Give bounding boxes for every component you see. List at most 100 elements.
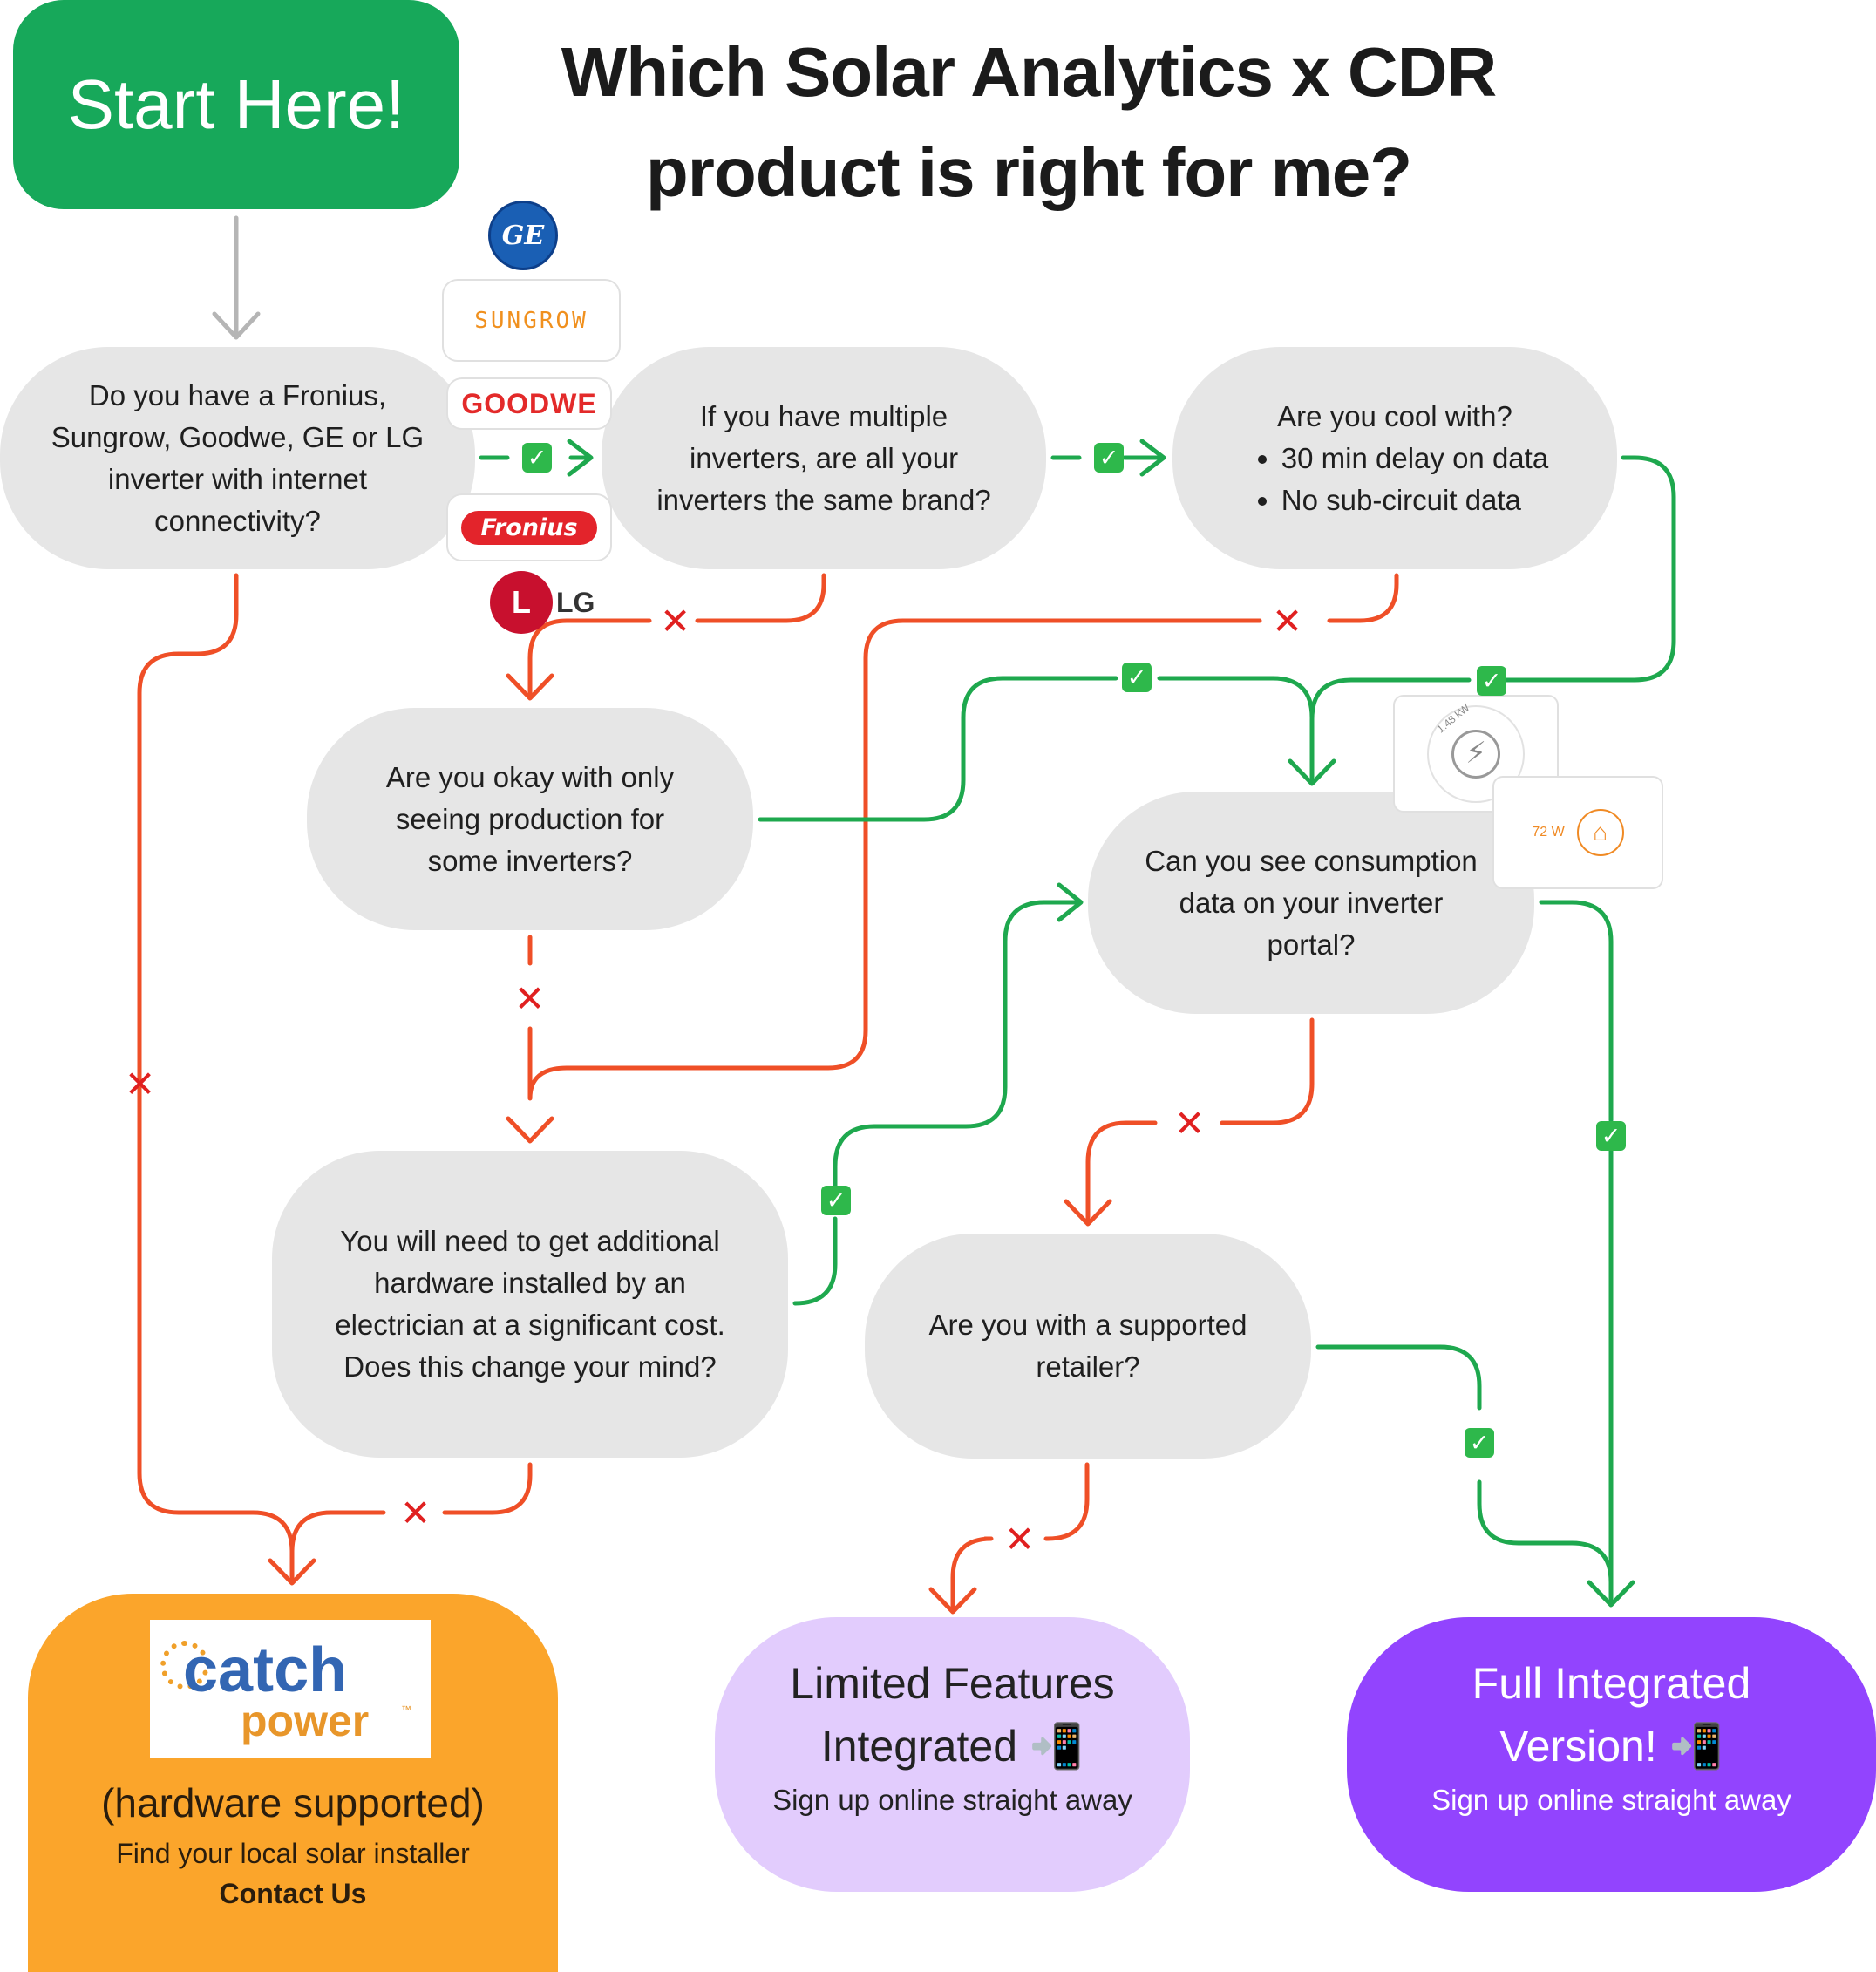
catch-power-logo: catch power ™ bbox=[150, 1620, 431, 1758]
sun-icon bbox=[160, 1641, 209, 1690]
lg-logo: L LG bbox=[490, 571, 599, 634]
q6-line: Does this change your mind? bbox=[343, 1350, 717, 1383]
cross-icon: ✕ bbox=[1174, 1103, 1206, 1144]
q2-line: inverters the same brand? bbox=[656, 483, 991, 516]
power-reading: 1.48 kW bbox=[1434, 700, 1472, 736]
q6-line: electrician at a significant cost. bbox=[335, 1309, 725, 1341]
fronius-logo-text: Fronius bbox=[461, 510, 597, 545]
check-icon: ✓ bbox=[1098, 445, 1119, 471]
full-title-line-1: Full Integrated bbox=[1472, 1659, 1751, 1708]
q5-line: data on your inverter bbox=[1179, 886, 1444, 919]
question-supported-retailer: Are you with a supported retailer? bbox=[865, 1234, 1311, 1459]
check-icon: ✓ bbox=[527, 445, 547, 471]
q1-line: Sungrow, Goodwe, GE or LG bbox=[51, 420, 425, 453]
q4-line: some inverters? bbox=[427, 844, 633, 877]
cross-mark-q3-no: ✕ bbox=[1272, 603, 1302, 640]
outcome-limited-features[interactable]: Limited Features Integrated 📲 Sign up on… bbox=[715, 1617, 1190, 1892]
check-mark-q1-yes: ✓ bbox=[522, 443, 552, 473]
lg-logo-text: LG bbox=[556, 586, 595, 618]
q1-line: inverter with internet bbox=[107, 462, 368, 495]
q1-line: connectivity? bbox=[154, 504, 321, 537]
q7-yes-connector bbox=[1315, 1344, 1614, 1585]
limited-title-line-1: Limited Features bbox=[790, 1659, 1115, 1708]
home-widget: 72 W ⌂ bbox=[1492, 776, 1663, 889]
cross-mark-q1-no: ✕ bbox=[125, 1066, 155, 1103]
trademark-mark: ™ bbox=[401, 1703, 411, 1716]
check-mark-q6-yes: ✓ bbox=[821, 1186, 851, 1215]
cross-icon: ✕ bbox=[125, 1064, 156, 1105]
q3-no-connector bbox=[1327, 573, 1399, 623]
q4-line: seeing production for bbox=[395, 802, 665, 835]
q6-line: hardware installed by an bbox=[374, 1267, 686, 1299]
question-additional-hardware: You will need to get additional hardware… bbox=[272, 1151, 788, 1458]
check-mark-q2-yes: ✓ bbox=[1094, 443, 1124, 473]
q3-bullet: No sub-circuit data bbox=[1281, 479, 1548, 521]
question-data-delay: Are you cool with? 30 min delay on data … bbox=[1172, 347, 1617, 569]
q7-no-connector bbox=[928, 1462, 1090, 1615]
outcome-full-integrated[interactable]: Full Integrated Version! 📲 Sign up onlin… bbox=[1347, 1617, 1876, 1892]
lg-circle-letter: L bbox=[512, 584, 531, 620]
full-title-line-2: Version! 📲 bbox=[1499, 1722, 1723, 1771]
sungrow-logo: SUNGROW bbox=[442, 279, 621, 362]
q5-line: Can you see consumption bbox=[1145, 844, 1478, 877]
check-icon: ✓ bbox=[1601, 1123, 1621, 1149]
q5-yes-connector bbox=[1539, 900, 1635, 1608]
catch-subtext: Find your local solar installer bbox=[116, 1838, 470, 1869]
title-line-2: product is right for me? bbox=[645, 133, 1412, 211]
cross-icon: ✕ bbox=[1272, 601, 1303, 642]
q4-line: Are you okay with only bbox=[385, 760, 675, 793]
q2-no-connector bbox=[506, 573, 826, 701]
start-connector bbox=[212, 215, 261, 340]
q6-yes-connector bbox=[792, 882, 1084, 1306]
power-gauge: 1.48 kW ⚡ bbox=[1427, 701, 1525, 803]
cross-mark-q6-no: ✕ bbox=[400, 1495, 431, 1532]
lg-circle: L bbox=[490, 571, 553, 634]
cross-mark-q7-no: ✕ bbox=[1004, 1521, 1035, 1558]
fronius-logo: Fronius bbox=[446, 493, 612, 561]
transmission-tower-icon: ⚡ bbox=[1451, 729, 1500, 779]
q7-line: retailer? bbox=[1036, 1350, 1140, 1383]
full-subtext: Sign up online straight away bbox=[1431, 1784, 1791, 1816]
page-title: Which Solar Analytics x CDR product is r… bbox=[488, 22, 1569, 222]
cross-mark-q5-no: ✕ bbox=[1174, 1105, 1205, 1142]
question-consumption-data: Can you see consumption data on your inv… bbox=[1088, 792, 1534, 1014]
check-mark-q7-yes: ✓ bbox=[1465, 1428, 1494, 1458]
sungrow-logo-text: SUNGROW bbox=[474, 307, 588, 334]
goodwe-logo: GOODWE bbox=[446, 377, 612, 430]
check-mark-q3-yes: ✓ bbox=[1477, 666, 1506, 696]
cross-icon: ✕ bbox=[514, 978, 546, 1019]
q5-line: portal? bbox=[1267, 928, 1356, 961]
q4-yes-connector bbox=[758, 676, 1315, 822]
cross-icon: ✕ bbox=[400, 1493, 432, 1533]
start-label: Start Here! bbox=[67, 65, 405, 143]
house-icon: ⌂ bbox=[1576, 809, 1624, 856]
catch-logo-word: catch bbox=[183, 1635, 348, 1705]
check-mark-q5-yes: ✓ bbox=[1596, 1121, 1626, 1151]
question-same-brand: If you have multiple inverters, are all … bbox=[602, 347, 1046, 569]
q3-bullet: 30 min delay on data bbox=[1281, 438, 1548, 479]
power-logo-word: power bbox=[241, 1697, 370, 1745]
title-line-1: Which Solar Analytics x CDR bbox=[561, 33, 1498, 111]
check-icon: ✓ bbox=[1469, 1430, 1490, 1456]
q4-no-connector bbox=[506, 618, 1262, 1144]
outcome-catch-power[interactable]: catch power ™ (hardware supported) Find … bbox=[28, 1594, 558, 1972]
cross-mark-q2-no: ✕ bbox=[660, 603, 690, 640]
q7-line: Are you with a supported bbox=[928, 1309, 1247, 1341]
cross-icon: ✕ bbox=[660, 601, 691, 642]
ge-logo: GE bbox=[488, 201, 558, 270]
ge-logo-text: GE bbox=[501, 220, 545, 251]
cross-mark-q4-no: ✕ bbox=[514, 981, 545, 1017]
cross-icon: ✕ bbox=[1004, 1519, 1036, 1560]
q2-line: inverters, are all your bbox=[689, 441, 959, 474]
q5-no-connector bbox=[1064, 1017, 1315, 1227]
contact-us-link[interactable]: Contact Us bbox=[219, 1878, 367, 1909]
limited-subtext: Sign up online straight away bbox=[772, 1784, 1132, 1816]
limited-title-line-2: Integrated 📲 bbox=[820, 1722, 1084, 1771]
q2-line: If you have multiple bbox=[699, 399, 948, 432]
start-here-button[interactable]: Start Here! bbox=[13, 0, 459, 209]
q3-heading: Are you cool with? bbox=[1277, 399, 1512, 432]
q6-no-connector bbox=[442, 1462, 533, 1515]
q1-line: Do you have a Fronius, bbox=[88, 378, 387, 411]
check-icon: ✓ bbox=[1481, 668, 1502, 694]
